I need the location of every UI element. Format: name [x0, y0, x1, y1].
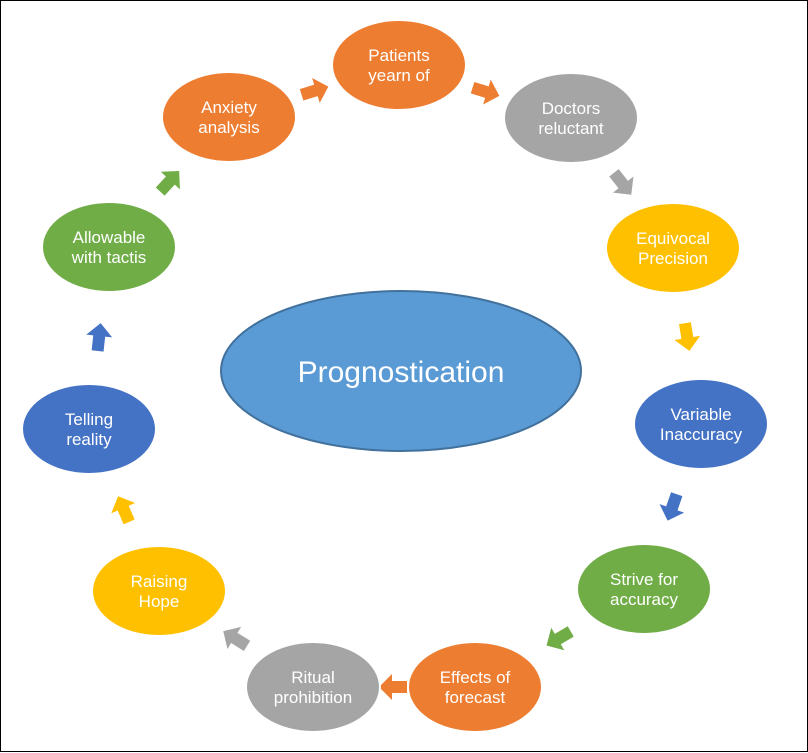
arrow-telling-reality-to-allowable-with-tactis	[86, 323, 113, 352]
node-label: Raising	[131, 572, 188, 591]
arrow-raising-hope-to-telling-reality	[111, 496, 136, 525]
node-label: Patients	[368, 46, 429, 65]
node-ellipse	[633, 378, 769, 470]
arrow-effects-of-forecast-to-ritual-prohibition	[379, 674, 407, 700]
arrow-anxiety-analysis-to-patients-yearn-of	[299, 77, 329, 103]
node-label: Precision	[638, 249, 708, 268]
node-label: analysis	[198, 118, 259, 137]
center-label: Prognostication	[298, 356, 505, 389]
center-ellipse	[220, 290, 582, 452]
arrow-variable-inaccuracy-to-strive-for-accuracy	[659, 492, 685, 521]
node-label: Effects of	[440, 668, 511, 687]
node-ellipse	[331, 19, 467, 111]
node-ellipse	[91, 545, 227, 637]
node-label: forecast	[445, 688, 506, 707]
node-label: yearn of	[368, 66, 430, 85]
node-label: Anxiety	[201, 98, 257, 117]
arrow-patients-yearn-of-to-doctors-reluctant	[470, 79, 500, 105]
node-label: Equivocal	[636, 229, 710, 248]
arrow-doctors-reluctant-to-equivocal-precision	[609, 169, 634, 195]
arrow-strive-for-accuracy-to-effects-of-forecast	[546, 626, 574, 651]
node-label: reluctant	[538, 119, 603, 138]
node-ellipse	[21, 383, 157, 475]
node-label: Variable	[670, 405, 731, 424]
center-node: Prognostication	[220, 290, 582, 452]
node-ellipse	[245, 641, 381, 733]
node-ellipse	[41, 201, 177, 293]
arrow-allowable-with-tactis-to-anxiety-analysis	[155, 170, 180, 196]
node-ellipse	[161, 71, 297, 163]
node-ellipse	[503, 72, 639, 164]
arrows-layer	[86, 77, 701, 700]
arrow-ritual-prohibition-to-raising-hope	[223, 626, 251, 651]
node-label: Doctors	[542, 99, 601, 118]
node-label: reality	[66, 430, 112, 449]
node-label: Strive for	[610, 570, 678, 589]
node-ellipse	[407, 641, 543, 733]
node-label: accuracy	[610, 590, 679, 609]
node-label: Telling	[65, 410, 113, 429]
node-label: Hope	[139, 592, 180, 611]
node-label: Ritual	[291, 668, 334, 687]
node-label: with tactis	[71, 248, 147, 267]
node-ellipse	[605, 202, 741, 294]
node-label: prohibition	[274, 688, 352, 707]
node-label: Inaccuracy	[660, 425, 743, 444]
node-ellipse	[576, 543, 712, 635]
arrow-equivocal-precision-to-variable-inaccuracy	[674, 322, 701, 351]
node-label: Allowable	[73, 228, 146, 247]
